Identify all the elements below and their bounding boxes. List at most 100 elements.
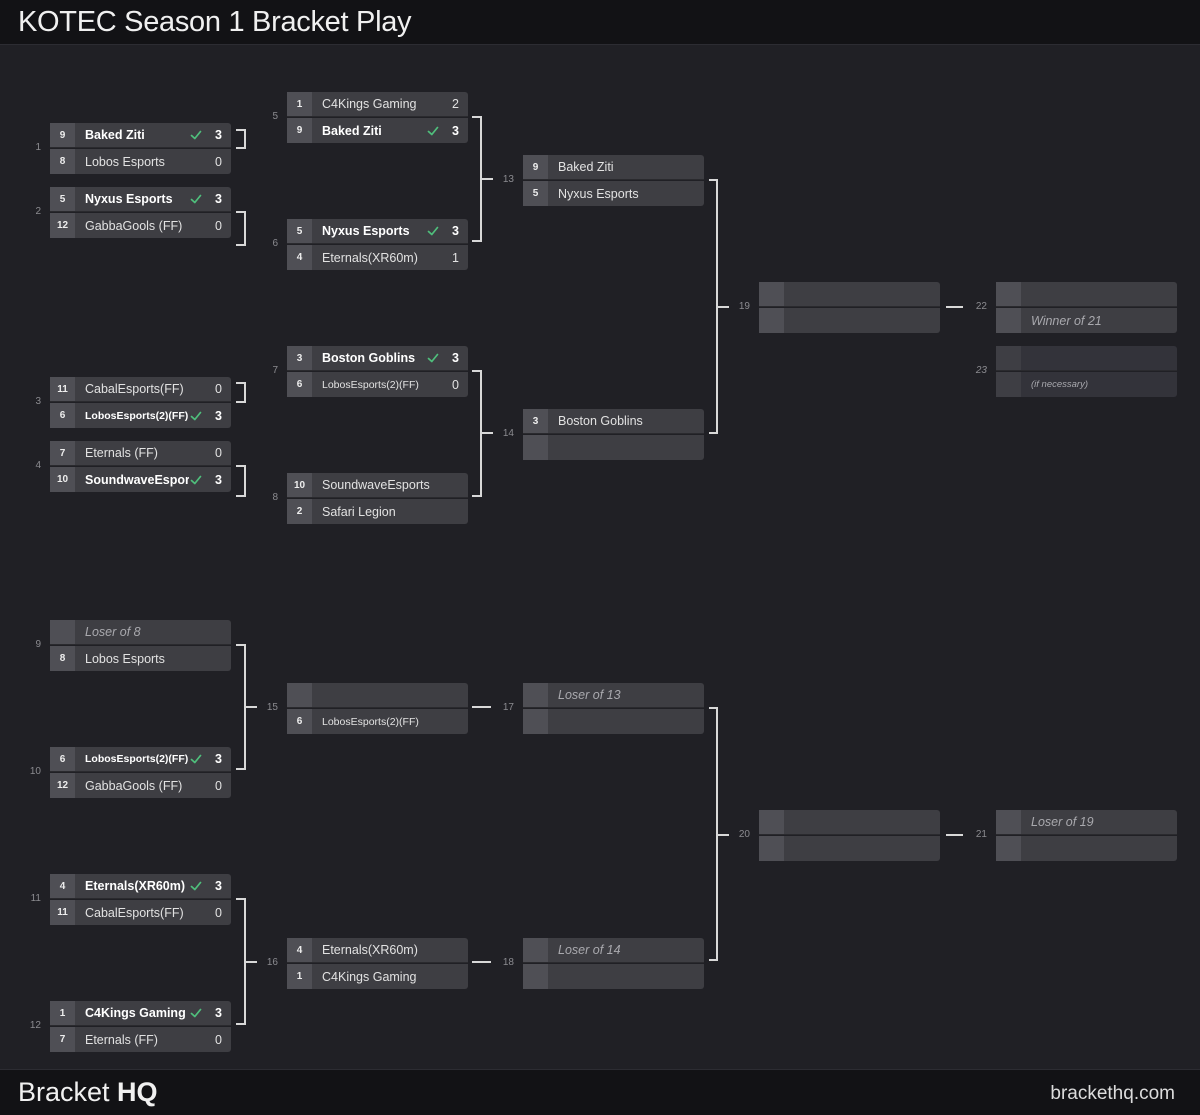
brand-logo[interactable]: Bracket HQ xyxy=(18,1077,158,1108)
team-seed: 3 xyxy=(287,346,312,370)
team-seed: 4 xyxy=(287,245,312,270)
connector-line xyxy=(236,211,246,246)
team-slot[interactable] xyxy=(523,435,704,460)
team-score: 0 xyxy=(452,377,459,392)
team-seed xyxy=(996,308,1021,333)
team-name: Lobos Esports xyxy=(85,154,165,169)
team-slot[interactable] xyxy=(996,836,1177,861)
team-slot[interactable] xyxy=(759,810,940,835)
placeholder-label: Winner of 21 xyxy=(1031,313,1102,328)
team-slot[interactable] xyxy=(996,282,1177,307)
team-slot[interactable] xyxy=(287,683,468,708)
team-score: 3 xyxy=(452,224,459,238)
team-seed: 9 xyxy=(523,155,548,179)
team-seed: 6 xyxy=(287,709,312,734)
team-slot[interactable]: Loser of 8 xyxy=(50,620,231,645)
team-seed: 11 xyxy=(50,900,75,925)
team-name: Safari Legion xyxy=(322,504,396,519)
team-slot[interactable]: Loser of 19 xyxy=(996,810,1177,835)
team-name: Baked Ziti xyxy=(85,128,145,142)
match-19[interactable]: 19 xyxy=(739,282,940,333)
match-20[interactable]: 20 xyxy=(739,810,940,861)
match-23[interactable]: 23(if necessary) xyxy=(976,346,1177,397)
team-name: GabbaGools (FF) xyxy=(85,218,183,233)
site-link[interactable]: brackethq.com xyxy=(1050,1083,1175,1104)
team-seed: 7 xyxy=(50,441,75,465)
team-slot[interactable]: Winner of 21 xyxy=(996,308,1177,333)
team-seed: 6 xyxy=(50,403,75,428)
team-slot[interactable]: Loser of 13 xyxy=(523,683,704,708)
team-score: 3 xyxy=(215,192,222,206)
team-slot[interactable] xyxy=(996,346,1177,371)
team-slot[interactable] xyxy=(523,709,704,734)
team-seed xyxy=(523,964,548,989)
team-slot[interactable]: 10SoundwaveEsports3 xyxy=(50,467,231,492)
team-seed: 1 xyxy=(287,92,312,116)
check-icon xyxy=(190,881,202,891)
team-seed xyxy=(996,346,1021,370)
team-name: Boston Goblins xyxy=(322,351,416,365)
team-slot[interactable] xyxy=(523,964,704,989)
check-icon xyxy=(190,194,202,204)
connector-line xyxy=(709,707,718,961)
check-icon xyxy=(427,126,439,135)
team-seed xyxy=(759,836,784,861)
team-slot[interactable]: (if necessary) xyxy=(996,372,1177,397)
team-slot[interactable] xyxy=(759,282,940,307)
team-slot[interactable] xyxy=(759,836,940,861)
team-seed: 10 xyxy=(50,467,75,492)
team-score: 0 xyxy=(215,382,222,396)
team-slot[interactable]: Loser of 14 xyxy=(523,938,704,963)
team-slot[interactable] xyxy=(759,308,940,333)
match-number: 19 xyxy=(738,301,750,312)
